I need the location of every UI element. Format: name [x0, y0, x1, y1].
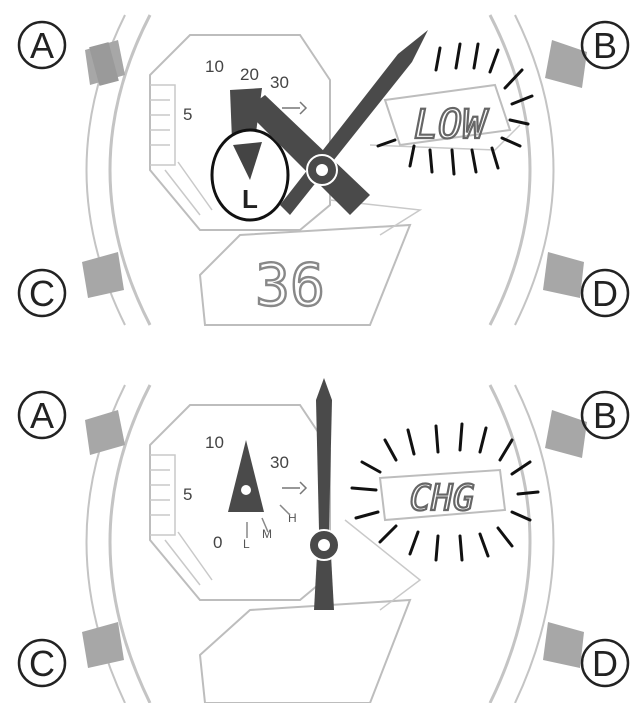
- button-label-d-bottom: D: [582, 640, 628, 686]
- svg-text:A: A: [30, 25, 54, 66]
- button-label-b: B: [582, 22, 628, 68]
- indicator-letter-overlay: A: [224, 448, 268, 449]
- button-label-d: D: [582, 270, 628, 316]
- scale-label-0-b: 0: [213, 533, 222, 552]
- svg-text:A: A: [30, 395, 54, 436]
- svg-text:C: C: [29, 643, 55, 684]
- button-label-c-bottom: C: [19, 640, 65, 686]
- crown-a-bottom[interactable]: [85, 410, 125, 455]
- scale-label-5-b: 5: [183, 485, 192, 504]
- svg-text:B: B: [593, 25, 617, 66]
- button-label-b-bottom: B: [582, 392, 628, 438]
- scale-label-10-b: 10: [205, 433, 224, 452]
- svg-text:B: B: [593, 395, 617, 436]
- level-label-h: H: [288, 511, 297, 525]
- svg-text:D: D: [592, 273, 618, 314]
- scale-label-30-b: 30: [270, 453, 289, 472]
- scale-label-5: 5: [183, 105, 192, 124]
- button-label-a-bottom: A: [19, 392, 65, 438]
- svg-text:D: D: [592, 643, 618, 684]
- crown-c-top[interactable]: [82, 252, 124, 298]
- scale-label-30: 30: [270, 73, 289, 92]
- crown-b-bottom[interactable]: [545, 410, 587, 458]
- lower-frame-bottom: [200, 600, 410, 703]
- crown-c-bottom[interactable]: [82, 622, 124, 668]
- level-label-l: L: [243, 537, 250, 551]
- svg-text:C: C: [29, 273, 55, 314]
- crown-d-top[interactable]: [543, 252, 584, 298]
- button-label-a: A: [19, 22, 65, 68]
- panel-top: A B C D 10 20 30 5 36: [19, 15, 628, 325]
- digit-display: 36: [255, 251, 325, 319]
- crown-d-bottom[interactable]: [543, 622, 584, 668]
- lcd-text-chg: CHG: [409, 478, 474, 519]
- lcd-text-low: LOW: [414, 102, 489, 148]
- indicator-hand-bottom: [228, 440, 264, 512]
- scale-label-20: 20: [240, 65, 259, 84]
- circled-letter: L: [242, 184, 258, 214]
- crown-b-top[interactable]: [545, 40, 587, 88]
- panel-bottom: A B C D 10 30 5 0 L M H A: [19, 378, 628, 703]
- button-label-c: C: [19, 270, 65, 316]
- scale-label-10: 10: [205, 57, 224, 76]
